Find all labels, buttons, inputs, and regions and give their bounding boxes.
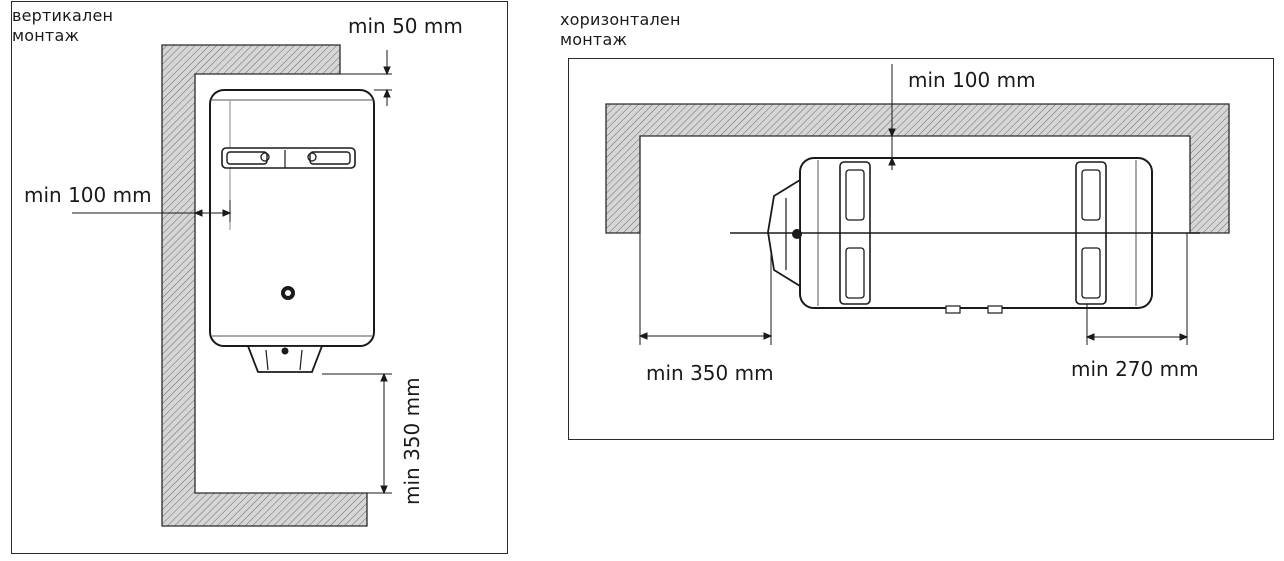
vertical-caption-line1: вертикален bbox=[12, 6, 114, 25]
horizontal-water-heater bbox=[767, 157, 1153, 314]
vertical-dim-bottom-label: min 350 mm bbox=[400, 377, 424, 505]
vertical-dim-side-label: min 100 mm bbox=[24, 183, 152, 207]
horizontal-dim-left-label: min 350 mm bbox=[646, 361, 774, 385]
horizontal-dim-top-label: min 100 mm bbox=[908, 68, 1036, 92]
vertical-water-heater bbox=[209, 89, 375, 373]
vertical-dim-bottom bbox=[322, 372, 392, 495]
horizontal-caption-line1: хоризонтален bbox=[560, 10, 681, 29]
vertical-diagram: min 50 mm min 100 mm min 350 mm bbox=[24, 14, 463, 527]
horizontal-dim-right-label: min 270 mm bbox=[1071, 357, 1199, 381]
horizontal-wall-niche bbox=[605, 103, 1230, 234]
horizontal-mounting-caption: хоризонтален монтаж bbox=[560, 10, 681, 50]
vertical-dim-top-label: min 50 mm bbox=[348, 14, 463, 38]
horizontal-dim-left bbox=[638, 233, 773, 345]
vertical-dim-side bbox=[72, 200, 232, 222]
vertical-wall-niche bbox=[161, 44, 368, 527]
horizontal-diagram: min 100 mm min 350 mm min 270 mm bbox=[605, 64, 1230, 385]
vertical-mounting-caption: вертикален монтаж bbox=[12, 6, 113, 46]
vertical-caption-line2: монтаж bbox=[12, 26, 80, 45]
horizontal-caption-line2: монтаж bbox=[560, 30, 628, 49]
horizontal-dim-right bbox=[1085, 233, 1189, 345]
vertical-mounting-panel bbox=[11, 1, 508, 554]
horizontal-mounting-panel bbox=[568, 58, 1274, 440]
horizontal-dim-top bbox=[888, 64, 896, 170]
vertical-dim-top bbox=[340, 50, 392, 106]
